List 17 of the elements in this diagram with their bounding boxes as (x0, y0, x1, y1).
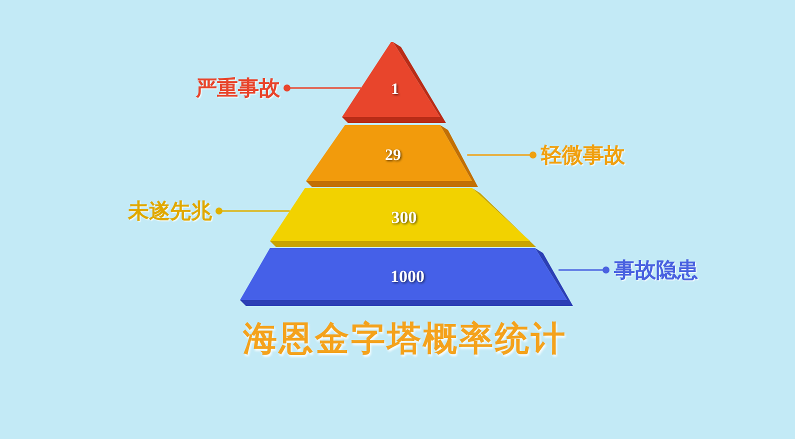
tier-label: 严重事故 (196, 74, 281, 102)
tier-label: 轻微事故 (541, 141, 626, 169)
tier-count: 1 (391, 80, 399, 98)
leader-line (558, 266, 610, 274)
tier-count: 1000 (390, 267, 424, 287)
tier-count: 29 (385, 147, 401, 165)
tier-label: 事故隐患 (614, 256, 699, 284)
pyramid-tier (306, 125, 480, 187)
pyramid-tier (270, 188, 538, 247)
tier-count: 300 (391, 208, 417, 228)
leader-line (467, 152, 536, 158)
tier-label: 未遂先兆 (128, 197, 213, 225)
diagram-title: 海恩金字塔概率统计 (242, 318, 568, 361)
pyramid-tier (240, 248, 575, 306)
pyramid-tier (342, 42, 448, 123)
leader-line (216, 208, 290, 214)
leader-line (284, 84, 361, 92)
